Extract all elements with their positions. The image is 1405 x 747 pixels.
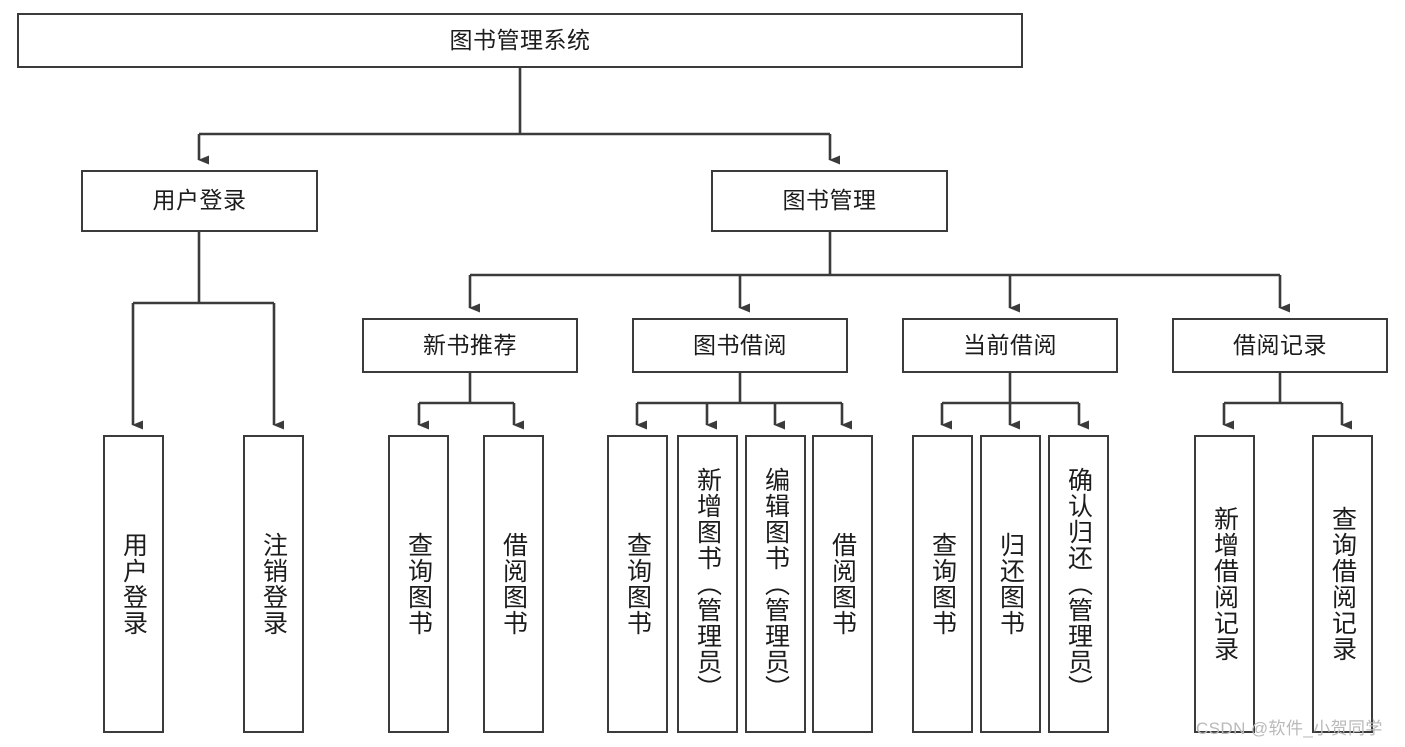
leaf-edit-book-admin[interactable]: 编辑图书（管理员） [745, 435, 806, 733]
leaf-query-book-2[interactable]: 查询图书 [607, 435, 668, 733]
node-label: 新增借阅记录 [1210, 506, 1239, 662]
node-label: 用户登录 [119, 532, 148, 636]
leaf-borrow-book-2[interactable]: 借阅图书 [812, 435, 873, 733]
node-user-login[interactable]: 用户登录 [81, 170, 318, 232]
node-label: 借阅图书 [828, 532, 857, 636]
node-label: 借阅记录 [1233, 331, 1327, 358]
node-label: 查询图书 [928, 532, 957, 636]
leaf-return-book[interactable]: 归还图书 [980, 435, 1041, 733]
leaf-logout-login[interactable]: 注销登录 [243, 435, 304, 733]
node-new-book-recommend[interactable]: 新书推荐 [362, 318, 578, 373]
leaf-user-login[interactable]: 用户登录 [103, 435, 164, 733]
node-book-manage[interactable]: 图书管理 [711, 170, 948, 232]
leaf-confirm-return-admin[interactable]: 确认归还（管理员） [1048, 435, 1109, 733]
node-label: 归还图书 [996, 532, 1025, 636]
node-label: 图书管理 [782, 187, 877, 214]
node-label: 注销登录 [259, 532, 288, 636]
leaf-query-book-1[interactable]: 查询图书 [388, 435, 449, 733]
node-borrow-record[interactable]: 借阅记录 [1172, 318, 1388, 373]
leaf-query-book-3[interactable]: 查询图书 [912, 435, 973, 733]
node-label: 查询借阅记录 [1328, 506, 1357, 662]
node-label: 当前借阅 [963, 331, 1057, 358]
node-label: 用户登录 [152, 187, 247, 214]
node-label: 查询图书 [623, 532, 652, 636]
node-label: 确认归还（管理员） [1064, 467, 1093, 701]
leaf-borrow-book-1[interactable]: 借阅图书 [483, 435, 544, 733]
leaf-add-borrow-record[interactable]: 新增借阅记录 [1194, 435, 1255, 733]
csdn-watermark: CSDN @软件_小贺同学 [1196, 719, 1383, 738]
node-label: 图书管理系统 [449, 26, 591, 53]
node-label: 查询图书 [404, 532, 433, 636]
node-label: 新增图书（管理员） [693, 467, 722, 701]
node-label: 图书借阅 [693, 331, 787, 358]
node-label: 新书推荐 [423, 331, 517, 358]
node-current-borrow[interactable]: 当前借阅 [902, 318, 1118, 373]
leaf-query-borrow-record[interactable]: 查询借阅记录 [1312, 435, 1373, 733]
node-label: 借阅图书 [499, 532, 528, 636]
node-book-borrow[interactable]: 图书借阅 [632, 318, 848, 373]
node-label: 编辑图书（管理员） [761, 467, 790, 701]
node-root-book-management-system[interactable]: 图书管理系统 [17, 13, 1023, 68]
leaf-add-book-admin[interactable]: 新增图书（管理员） [677, 435, 738, 733]
